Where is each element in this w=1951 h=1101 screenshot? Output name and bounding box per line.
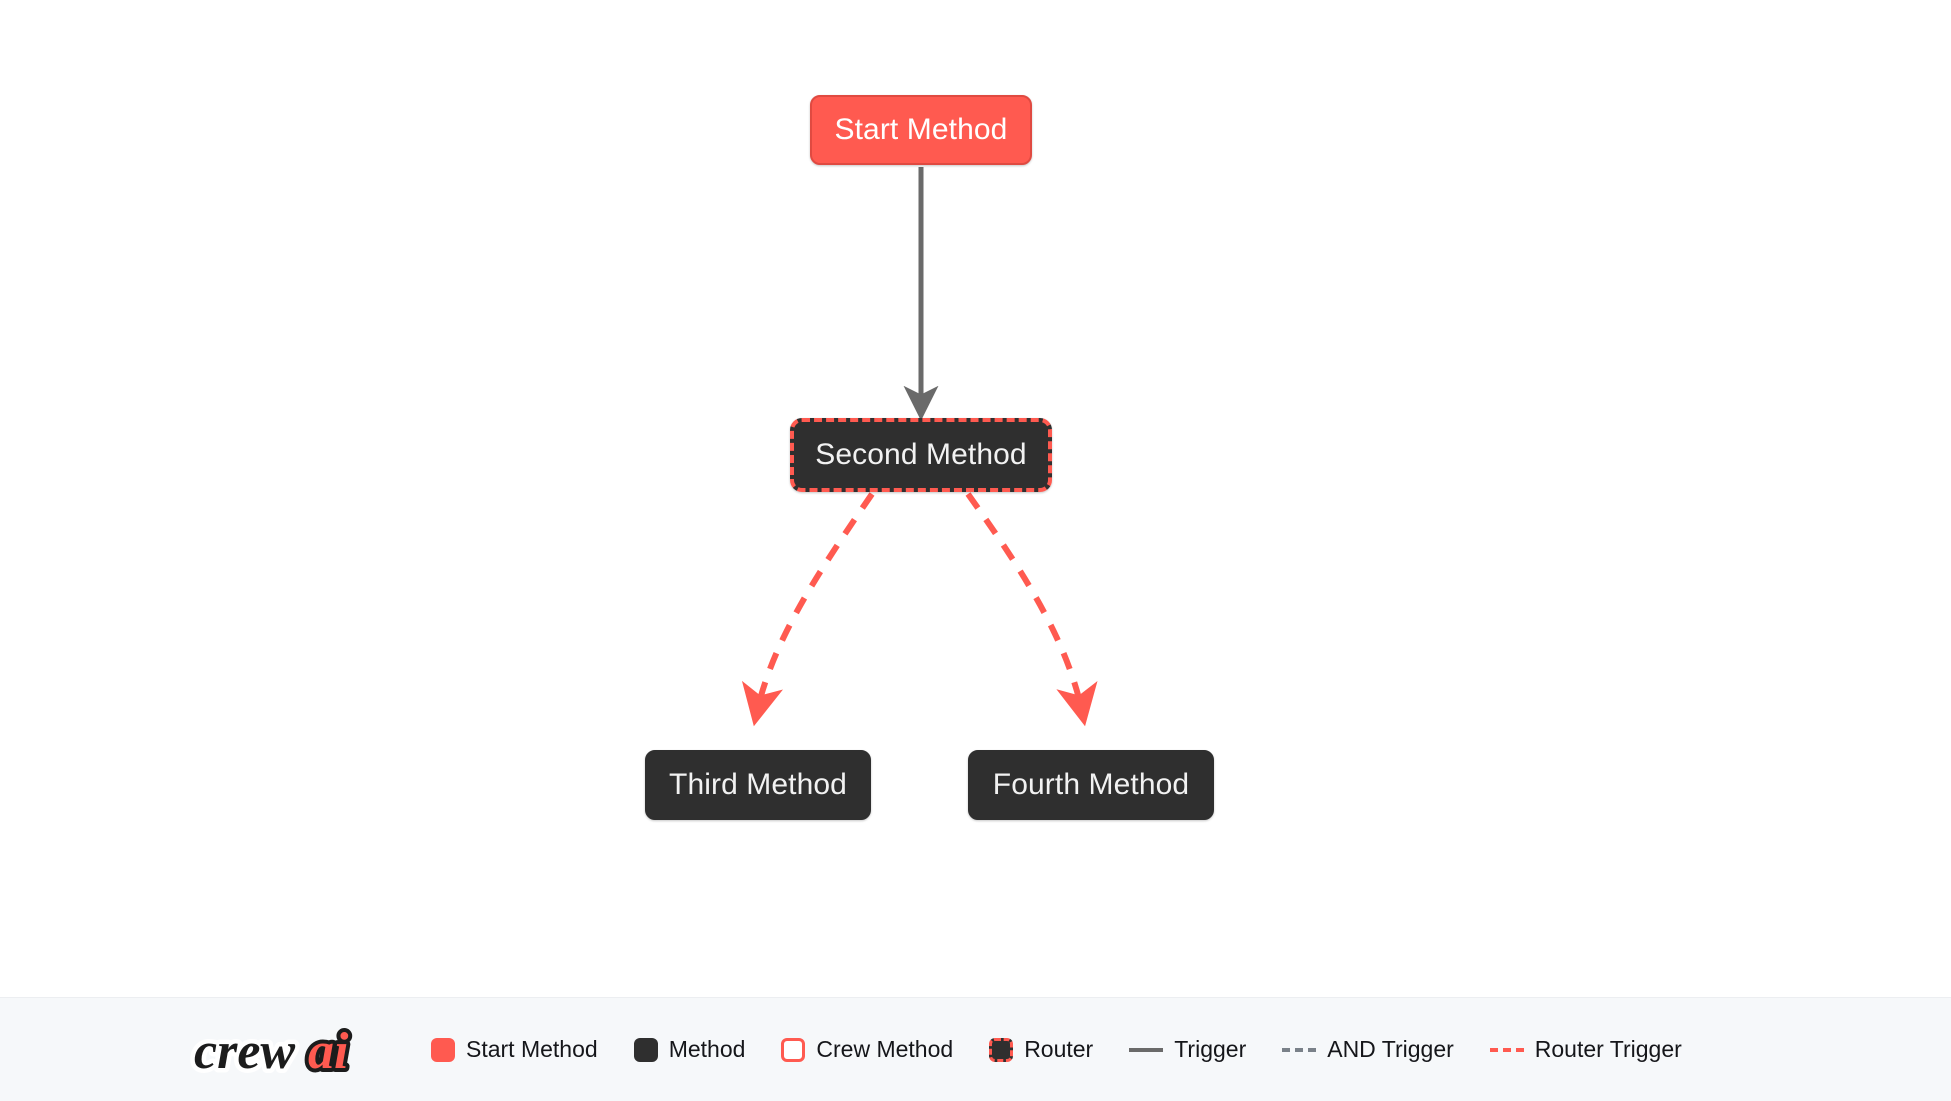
trigger-line-icon [1129, 1047, 1164, 1052]
node-start-method-label: Start Method [834, 113, 1008, 146]
start-method-swatch-icon [431, 1037, 455, 1062]
legend-item-router: Router [989, 1036, 1093, 1063]
legend-label-router-trigger: Router Trigger [1534, 1036, 1682, 1062]
legend-item-crew-method: Crew Method [781, 1036, 953, 1063]
logo-crew: crew [194, 1023, 295, 1080]
logo-crew-outline: crew [194, 1023, 295, 1080]
legend-label-method: Method [668, 1036, 746, 1062]
flow-canvas[interactable]: Start Method Second Method Third Method … [0, 0, 1951, 997]
crew-method-swatch-icon [781, 1037, 806, 1062]
edge-second-to-fourth [965, 492, 1098, 727]
legend-label-and-trigger: AND Trigger [1327, 1036, 1454, 1062]
legend-item-trigger: Trigger [1129, 1036, 1246, 1063]
node-third-method[interactable]: Third Method [645, 750, 871, 820]
router-trigger-line-icon [1489, 1047, 1524, 1052]
node-second-method-label: Second Method [815, 438, 1027, 471]
node-third-method-label: Third Method [669, 768, 847, 801]
legend-item-and-trigger: AND Trigger [1282, 1036, 1454, 1063]
node-fourth-method[interactable]: Fourth Method [968, 750, 1214, 820]
crewai-logo-icon: crew crew ai ai [190, 1018, 354, 1084]
legend-item-start-method: Start Method [431, 1036, 598, 1063]
and-trigger-line-icon [1282, 1047, 1317, 1052]
legend-item-router-trigger: Router Trigger [1489, 1036, 1682, 1063]
legend-label-router: Router [1024, 1036, 1094, 1062]
crewai-logo: crew crew ai ai [188, 1014, 403, 1086]
edge-second-to-third [741, 492, 875, 727]
method-swatch-icon [633, 1037, 658, 1062]
legend-label-start-method: Start Method [466, 1036, 598, 1062]
router-swatch-icon [989, 1037, 1014, 1062]
logo-ai: ai [308, 1023, 349, 1080]
legend-label-trigger: Trigger [1174, 1036, 1247, 1062]
legend-bar: crew crew ai ai Start Method Method Crew… [0, 997, 1951, 1101]
node-start-method[interactable]: Start Method [810, 95, 1032, 165]
legend-item-method: Method [633, 1036, 746, 1063]
legend-label-crew-method: Crew Method [816, 1036, 954, 1062]
logo-ai-outline: ai [308, 1023, 349, 1080]
node-fourth-method-label: Fourth Method [992, 768, 1190, 801]
node-second-method[interactable]: Second Method [790, 418, 1052, 492]
